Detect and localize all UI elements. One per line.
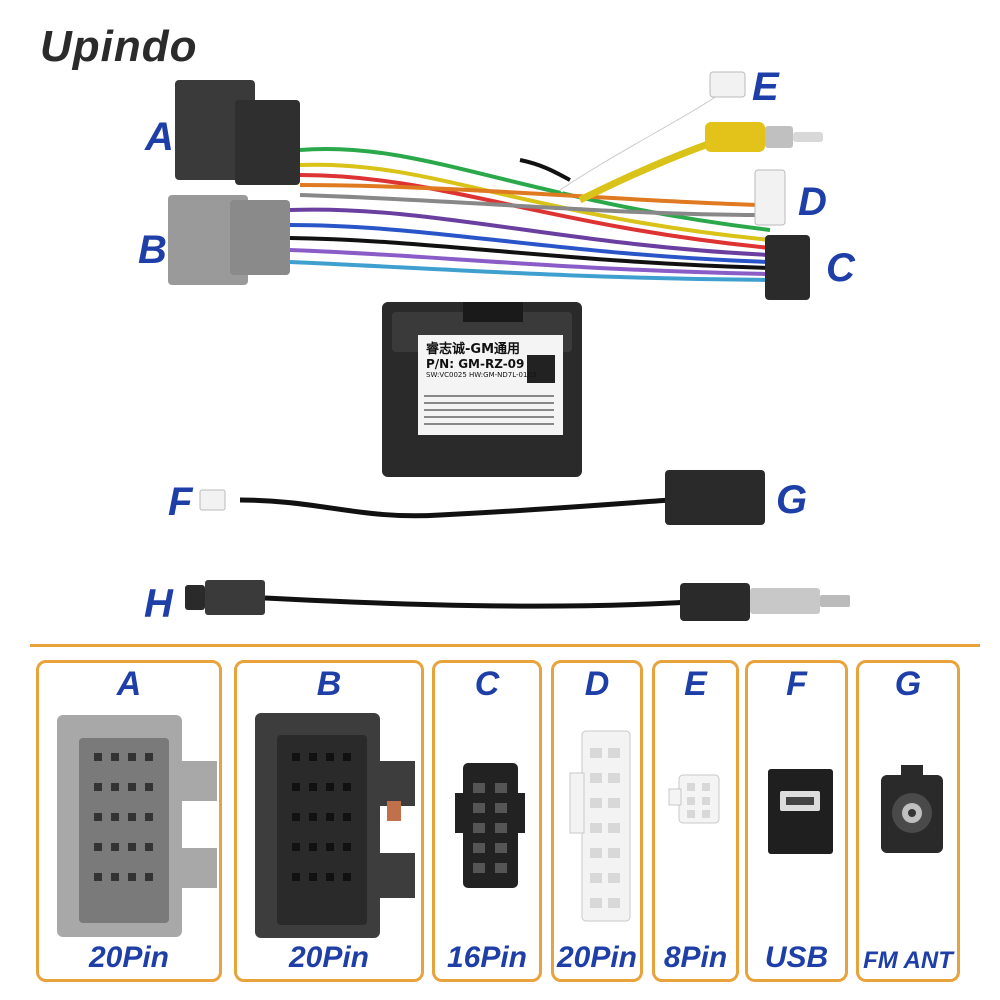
rca-connector <box>705 122 823 152</box>
module-line-2: P/N: GM-RZ-09 <box>426 357 525 371</box>
panel-c-count: 16Pin <box>446 941 528 974</box>
panel-g-connector-image <box>881 765 943 853</box>
harness-illustration <box>168 71 850 621</box>
panel-a-count: 20Pin <box>88 941 170 974</box>
panel-g-label: G <box>894 665 922 703</box>
module-line-3: SW:VC0025 HW:GM-ND7L-0103 <box>426 371 537 379</box>
module-line-1: 睿志诚-GM通用 <box>426 342 521 357</box>
label-h: H <box>144 582 173 626</box>
decoder-module <box>382 302 582 477</box>
label-d: D <box>798 180 827 224</box>
panel-g-count: FM ANT <box>863 947 953 974</box>
panel-f-label: F <box>786 665 807 703</box>
label-f: F <box>168 480 193 524</box>
panel-g: G FM ANT <box>856 660 960 982</box>
panel-d: D 20Pin <box>551 660 643 982</box>
panel-d-connector-image <box>569 730 631 922</box>
connector-e <box>709 71 746 98</box>
panel-b-count: 20Pin <box>288 941 370 974</box>
panel-a-connector-image <box>57 715 217 937</box>
label-e: E <box>752 65 779 109</box>
panel-f-connector-image <box>768 769 833 854</box>
panel-e-connector-image <box>668 774 720 824</box>
panel-e: E 8Pin <box>652 660 739 982</box>
panel-e-count: 8Pin <box>663 941 728 974</box>
module-label: 睿志诚-GM通用 P/N: GM-RZ-09 SW:VC0025 HW:GM-N… <box>426 338 537 379</box>
panel-a-label: A <box>116 665 142 703</box>
panel-b-label: B <box>316 665 342 703</box>
section-divider <box>30 644 980 647</box>
wire-bundle <box>289 87 771 282</box>
connector-a <box>175 80 300 185</box>
panel-c: C 16Pin <box>432 660 542 982</box>
panel-d-count: 20Pin <box>556 941 638 974</box>
usb-cable <box>199 470 765 525</box>
panel-c-label: C <box>474 665 500 703</box>
connector-d <box>754 169 786 226</box>
brand-logo: Upindo <box>40 22 198 71</box>
label-c: C <box>826 246 855 290</box>
panel-a: A 20Pin <box>36 660 222 982</box>
antenna-cable <box>185 580 850 621</box>
label-a: A <box>145 115 174 159</box>
panel-e-label: E <box>684 665 707 703</box>
panel-f: F USB <box>745 660 848 982</box>
panel-b: B 20Pin <box>234 660 424 982</box>
panel-d-label: D <box>584 665 610 703</box>
panel-c-connector-image <box>455 763 525 888</box>
label-g: G <box>776 478 808 522</box>
label-b: B <box>138 228 167 272</box>
connector-c <box>765 235 810 300</box>
connector-b <box>168 195 290 285</box>
panel-b-connector-image <box>255 713 415 938</box>
panel-f-count: USB <box>764 941 829 974</box>
